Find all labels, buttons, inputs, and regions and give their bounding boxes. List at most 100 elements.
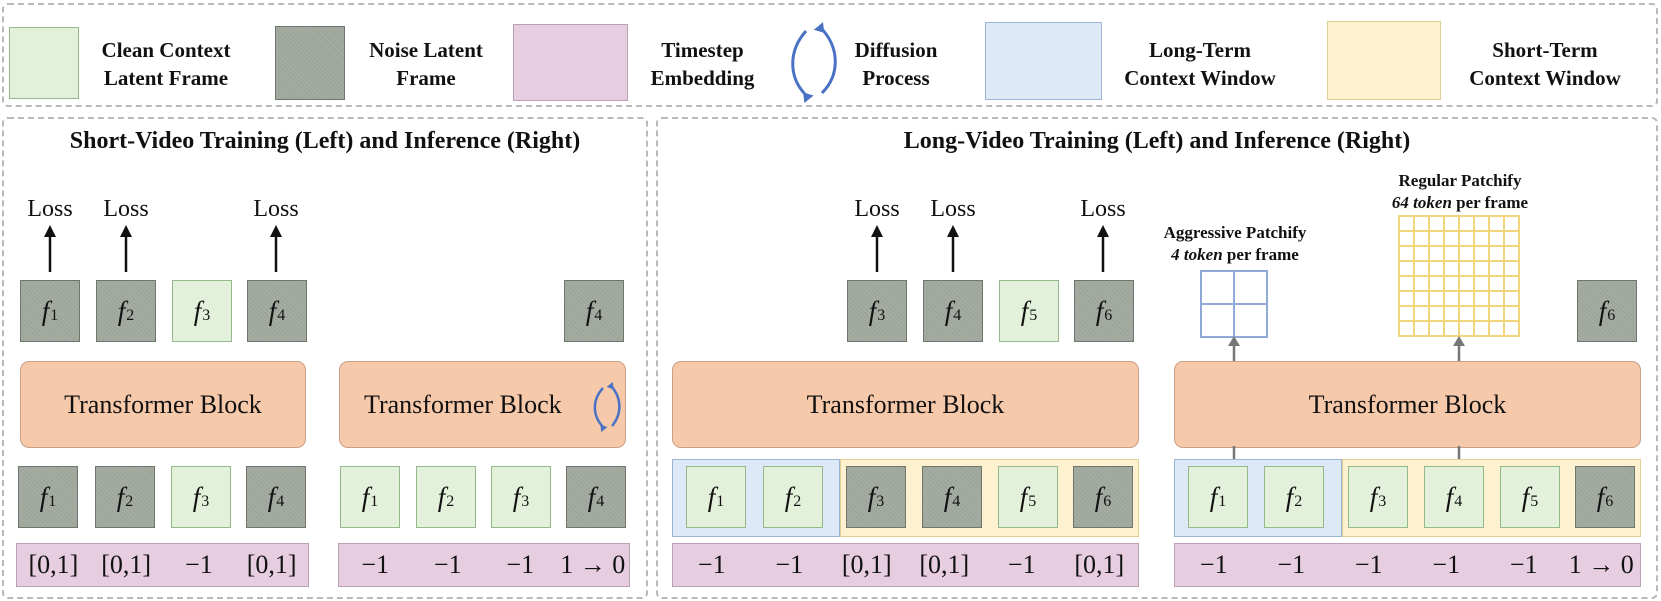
regular-patchify-label: Regular Patchify 64 token per frame: [1360, 170, 1560, 214]
frame-letter: f: [1369, 481, 1378, 512]
frame-sub: 3: [201, 493, 210, 510]
frame-sub: 4: [953, 307, 962, 324]
aggressive-patchify-title: Aggressive Patchify: [1163, 223, 1307, 242]
frame-sub: 2: [793, 493, 802, 510]
regular-patch-grid: [1398, 215, 1520, 337]
transformer-block-label: Transformer Block: [364, 389, 562, 419]
regular-patchify-title: Regular Patchify: [1398, 171, 1522, 190]
frame-sub: 1: [716, 493, 725, 510]
frame-letter: f: [1209, 481, 1218, 512]
loss-label: Loss: [930, 196, 976, 222]
frame-letter: f: [268, 295, 277, 326]
frame-sub: 4: [1454, 493, 1463, 510]
long-video-panel: [656, 117, 1658, 599]
loss-label: Loss: [27, 196, 73, 222]
regular-token-count: 64 token: [1391, 193, 1452, 212]
frame-letter: f: [512, 481, 521, 512]
aggressive-token-suffix: per frame: [1222, 245, 1299, 264]
frame-letter: f: [1445, 481, 1454, 512]
long-panel-title: Long-Video Training (Left) and Inference…: [903, 128, 1411, 154]
timestep-value: −1: [1007, 550, 1036, 579]
transformer-block: Transformer Block: [339, 361, 626, 448]
loss-label: Loss: [103, 196, 149, 222]
frame-sub: 5: [1029, 307, 1038, 324]
legend-long-term-label: Long-Term Context Window: [1124, 38, 1276, 90]
frame-letter: f: [41, 295, 50, 326]
frame-letter: f: [1598, 295, 1607, 326]
frame-letter: f: [193, 295, 202, 326]
timestep-value: [0,1]: [28, 550, 79, 579]
context-connectors: [1232, 446, 1461, 460]
timestep-value: −1: [361, 550, 390, 579]
timestep-value: 1 → 0: [560, 550, 626, 579]
frame-letter: f: [944, 295, 953, 326]
aggressive-patch-grid: [1200, 270, 1268, 338]
short-panel-title: Short-Video Training (Left) and Inferenc…: [69, 128, 581, 154]
frame-letter: f: [1596, 481, 1605, 512]
frame-sub: 4: [276, 493, 285, 510]
loss-label: Loss: [854, 196, 900, 222]
frame-sub: 1: [370, 493, 379, 510]
frame-letter: f: [587, 481, 596, 512]
frame-sub: 3: [202, 307, 211, 324]
legend-clean-swatch: [9, 27, 79, 99]
timestep-strip: [0,1] [0,1] −1 [0,1]: [16, 543, 309, 587]
legend-box: [2, 3, 1658, 107]
frame-sub: 6: [1605, 493, 1614, 510]
frame-letter: f: [1095, 295, 1104, 326]
timestep-value: [0,1]: [841, 550, 892, 579]
legend-short-term-label: Short-Term Context Window: [1469, 38, 1621, 90]
timestep-value: −1: [1199, 550, 1228, 579]
frame-sub: 4: [277, 307, 286, 324]
timestep-strip: −1 −1 [0,1] [0,1] −1 [0,1]: [672, 543, 1139, 587]
frame-sub: 2: [1294, 493, 1303, 510]
frame-sub: 2: [446, 493, 455, 510]
loss-label: Loss: [1080, 196, 1126, 222]
frame-letter: f: [267, 481, 276, 512]
loss-label: Loss: [253, 196, 299, 222]
timestep-strip: −1 −1 −1 1 → 0: [338, 543, 630, 587]
loss-arrows: [44, 225, 282, 272]
frame-letter: f: [437, 481, 446, 512]
regular-patchify-count-line: 64 token per frame: [1360, 192, 1560, 214]
frame-sub: 1: [48, 493, 57, 510]
frame-sub: 5: [1530, 493, 1539, 510]
timestep-value: −1: [185, 550, 213, 579]
frame-letter: f: [868, 295, 877, 326]
timestep-value: 1 → 0: [1568, 550, 1634, 579]
legend-noise-swatch: [275, 26, 345, 100]
timestep-value: −1: [1509, 550, 1538, 579]
legend-short-term-swatch: [1327, 21, 1441, 100]
timestep-strip: −1 −1 −1 −1 −1 1 → 0: [1174, 543, 1641, 587]
legend-timestep-label: Timestep Embedding: [650, 38, 755, 90]
frame-sub: 4: [596, 493, 605, 510]
timestep-value: −1: [1432, 550, 1461, 579]
frame-letter: f: [117, 295, 126, 326]
timestep-value: −1: [775, 550, 804, 579]
timestep-value: −1: [1354, 550, 1383, 579]
frame-sub: 2: [125, 493, 134, 510]
frame-sub: 3: [877, 307, 886, 324]
aggressive-patchify-label: Aggressive Patchify 4 token per frame: [1140, 222, 1330, 266]
frame-sub: 6: [1104, 307, 1113, 324]
frame-letter: f: [1094, 481, 1103, 512]
frame-letter: f: [1019, 481, 1028, 512]
frame-letter: f: [361, 481, 370, 512]
aggressive-patchify-count-line: 4 token per frame: [1140, 244, 1330, 266]
timestep-value: [0,1]: [919, 550, 970, 579]
